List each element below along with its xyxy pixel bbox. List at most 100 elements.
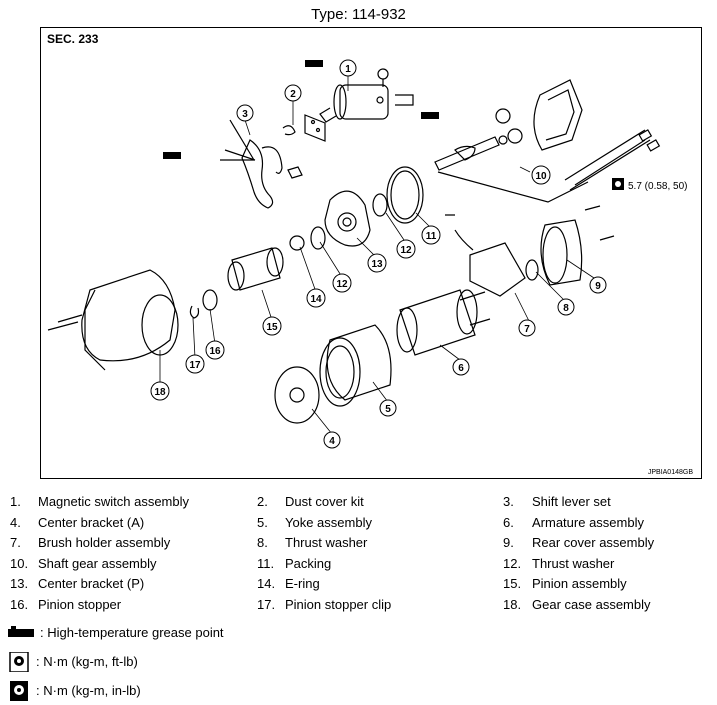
part-number: 12. xyxy=(503,555,522,571)
section-label: SEC. 233 xyxy=(47,32,99,46)
part-name: Gear case assembly xyxy=(532,596,651,612)
part-name: Thrust washer xyxy=(532,555,615,571)
shift-lever-part xyxy=(220,119,283,209)
svg-text:15: 15 xyxy=(266,322,278,333)
shaft-gear-part xyxy=(434,79,589,203)
part-name: Dust cover kit xyxy=(285,494,364,509)
torque-spec: 5.7 (0.58, 50) xyxy=(612,178,687,192)
part-number: 15. xyxy=(503,576,522,591)
torque-wrench-inlb-icon xyxy=(10,680,28,701)
svg-text:14: 14 xyxy=(310,294,322,305)
svg-text:9: 9 xyxy=(595,281,601,292)
legend-row: 16. Pinion stopper 17. Pinion stopper clip 1… xyxy=(10,597,710,618)
part-number: 7. xyxy=(10,535,21,550)
part-number: 18. xyxy=(503,596,522,612)
part-name: Armature assembly xyxy=(532,514,644,530)
callout-numbers: 1 2 3 10 11 12 13 12 14 15 16 17 18 7 8 … xyxy=(150,59,607,449)
part-name: Shaft gear assembly xyxy=(38,555,157,571)
part-name: Pinion stopper clip xyxy=(285,596,392,612)
brush-holder-part xyxy=(445,214,526,297)
callout-17: 17 xyxy=(185,354,205,374)
part-name: Shift lever set xyxy=(532,494,611,509)
callout-5: 5 xyxy=(379,399,397,417)
diagram-frame: SEC. 233 JPBIA0148GB xyxy=(40,27,702,479)
part-name: Rear cover assembly xyxy=(532,535,655,550)
part-name: Brush holder assembly xyxy=(38,535,171,550)
part-number: 9. xyxy=(503,535,514,550)
callout-8: 8 xyxy=(557,298,575,316)
svg-text:8: 8 xyxy=(563,303,569,314)
key-torque-ftlb-text: : N·m (kg-m, ft-lb) xyxy=(36,654,138,669)
part-number: 10. xyxy=(10,555,29,571)
exploded-view-diagram: 1 2 3 10 11 12 13 12 14 15 16 17 18 7 8 … xyxy=(47,59,687,449)
part-number: 4. xyxy=(10,514,21,530)
callout-16: 16 xyxy=(205,340,225,360)
figure-code: JPBIA0148GB xyxy=(647,469,693,476)
part-name: Center bracket (A) xyxy=(38,514,145,530)
callout-13: 13 xyxy=(367,253,387,273)
svg-text:16: 16 xyxy=(209,346,221,357)
callout-1: 1 xyxy=(339,59,357,77)
part-number: 3. xyxy=(503,494,514,509)
center-bracket-p-part xyxy=(324,190,371,247)
svg-text:17: 17 xyxy=(189,360,201,371)
callout-12b: 12 xyxy=(332,273,352,293)
svg-text:12: 12 xyxy=(336,279,348,290)
armature-part xyxy=(396,289,491,356)
part-number: 5. xyxy=(257,514,268,530)
key-torque-inlb-text: : N·m (kg-m, in-lb) xyxy=(36,683,141,698)
part-number: 2. xyxy=(257,494,268,509)
svg-text:3: 3 xyxy=(242,109,248,120)
part-number: 1. xyxy=(10,494,21,509)
symbol-key: : High-temperature grease point : N·m (k… xyxy=(8,618,224,705)
callout-10: 10 xyxy=(531,165,551,185)
svg-text:6: 6 xyxy=(458,363,464,374)
key-grease-text: : High-temperature grease point xyxy=(40,625,224,640)
key-torque-inlb: : N·m (kg-m, in-lb) xyxy=(8,676,224,705)
part-number: 17. xyxy=(257,596,276,612)
through-bolts-part xyxy=(564,129,661,191)
callout-7: 7 xyxy=(518,319,536,337)
svg-text:10: 10 xyxy=(535,171,547,182)
yoke-part xyxy=(319,324,392,407)
part-name: Pinion assembly xyxy=(532,576,627,591)
rear-cover-part xyxy=(540,205,615,286)
part-number: 16. xyxy=(10,596,29,612)
thrust-washer-part xyxy=(372,193,388,217)
callout-18: 18 xyxy=(150,381,170,401)
legend-row: 10. Shaft gear assembly 11. Packing 12. Thrus… xyxy=(10,556,710,577)
callout-11: 11 xyxy=(421,225,441,245)
magnetic-switch-part xyxy=(319,68,414,123)
svg-text:5: 5 xyxy=(385,404,391,415)
svg-text:12: 12 xyxy=(400,245,412,256)
svg-text:13: 13 xyxy=(371,259,383,270)
part-name: Yoke assembly xyxy=(285,514,372,530)
pinion-part xyxy=(227,247,284,291)
part-name: Pinion stopper xyxy=(38,596,122,612)
svg-text:11: 11 xyxy=(426,231,437,242)
e-ring-part xyxy=(289,235,305,251)
key-grease: : High-temperature grease point xyxy=(8,618,224,647)
callout-9: 9 xyxy=(589,276,607,294)
center-bracket-a-part xyxy=(274,366,320,424)
grease-point-icon xyxy=(8,625,34,637)
svg-text:1: 1 xyxy=(345,64,351,75)
part-number: 8. xyxy=(257,535,268,550)
svg-text:18: 18 xyxy=(154,387,166,398)
part-name: Packing xyxy=(285,555,332,571)
page-title: Type: 114-932 xyxy=(311,6,406,23)
callout-12a: 12 xyxy=(396,239,416,259)
callout-15: 15 xyxy=(262,316,282,336)
callout-2: 2 xyxy=(284,84,302,102)
packing-part xyxy=(386,166,424,224)
torque-wrench-icon xyxy=(9,651,29,672)
part-number: 11. xyxy=(257,555,275,571)
gear-case-part xyxy=(47,269,179,371)
part-number: 14. xyxy=(257,576,276,591)
part-name: E-ring xyxy=(285,576,320,591)
part-number: 6. xyxy=(503,514,514,530)
callout-3: 3 xyxy=(236,104,254,122)
